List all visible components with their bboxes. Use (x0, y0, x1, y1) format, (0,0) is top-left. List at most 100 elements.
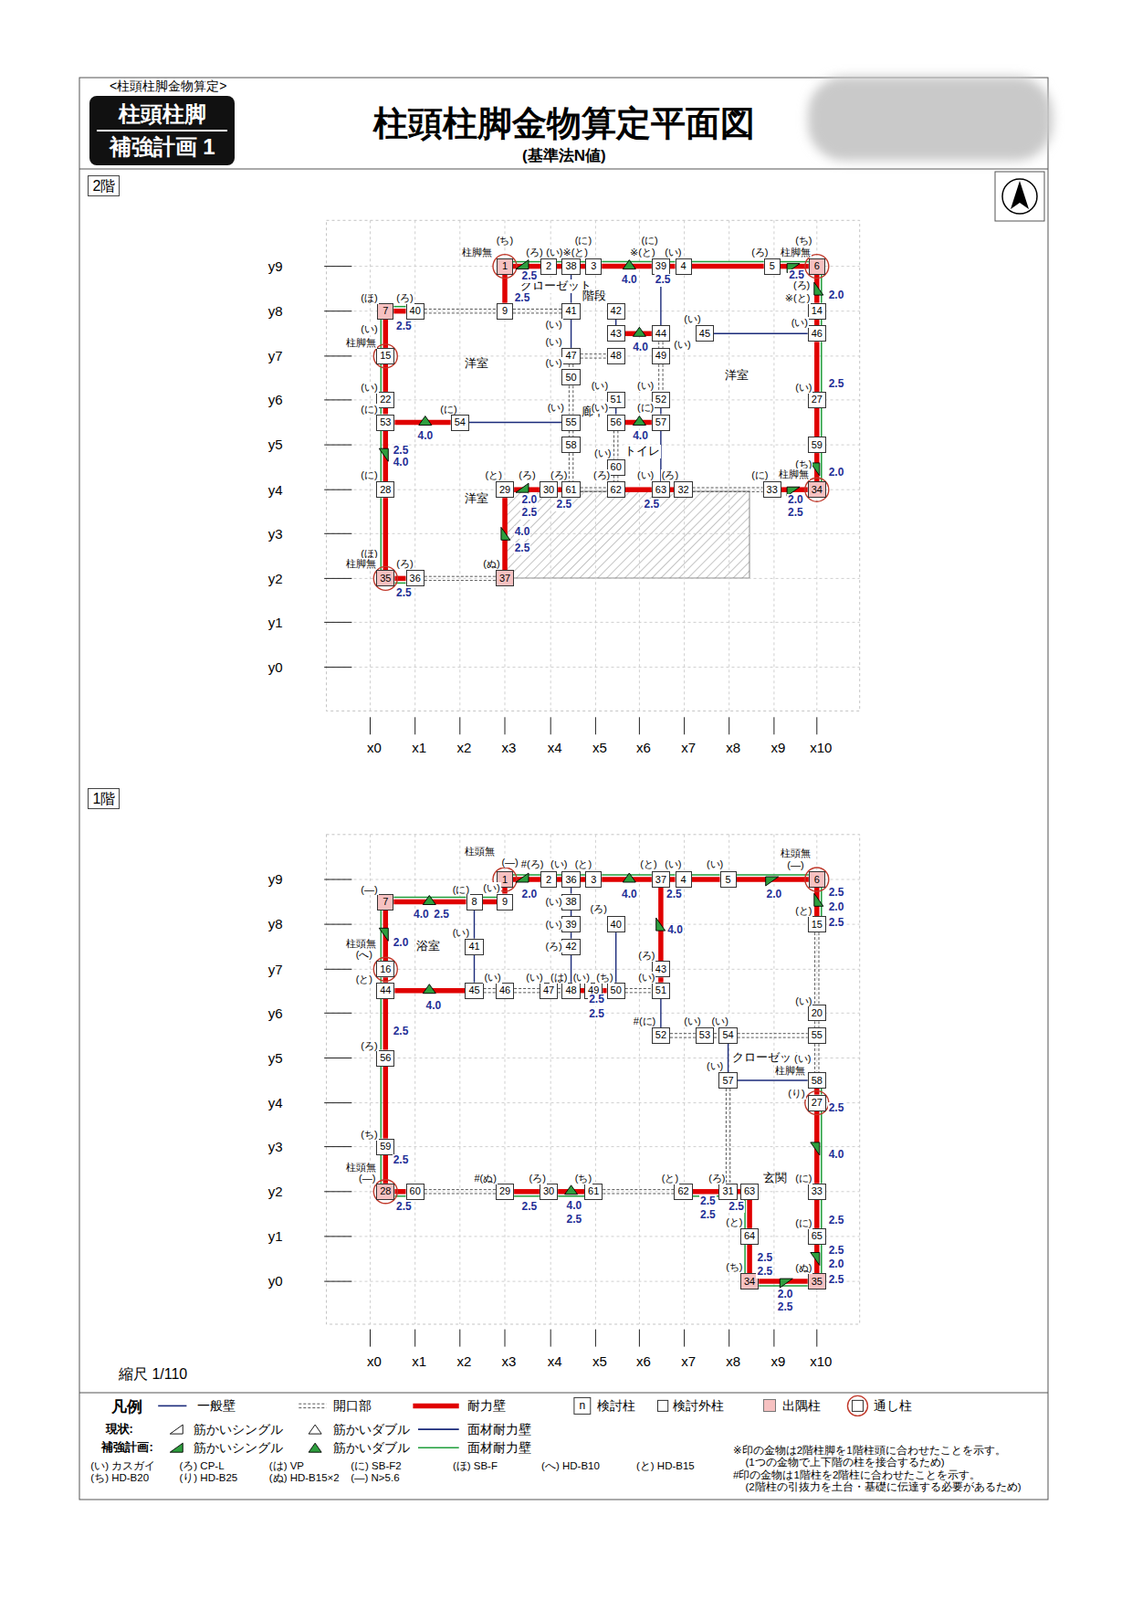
hardware-key: (と) HD-B15 (635, 1459, 696, 1472)
column-box: 57 (651, 414, 671, 431)
legend-sample (298, 1403, 326, 1405)
column-box: 54 (450, 414, 470, 431)
hardware-code: (ろ) (395, 557, 414, 570)
brace-symbol (632, 326, 646, 336)
brace-triangle (765, 876, 779, 886)
legend-sample (412, 1403, 459, 1409)
column-box: 40 (406, 303, 425, 320)
axis-label: y9 (267, 258, 284, 274)
hardware-code: (い) (790, 316, 809, 329)
wall-connector (613, 430, 618, 460)
column-box: 61 (584, 1183, 603, 1200)
column-number: 42 (610, 304, 622, 317)
column-box: 35 (376, 569, 395, 587)
wall-connector (659, 364, 663, 392)
wall-connector (817, 319, 822, 326)
legend-sample (418, 1446, 460, 1448)
wall-connector (744, 1244, 750, 1273)
axis-tick (595, 716, 597, 734)
hardware-key: (—) N>5.6 (349, 1471, 400, 1484)
axis-tick (324, 1057, 352, 1059)
brace-symbol (656, 917, 666, 931)
axis-tick (324, 1280, 352, 1282)
axis-tick (324, 265, 352, 267)
opening-line (424, 579, 496, 581)
opening-line (513, 312, 562, 314)
badge-text: 柱頭柱脚 (89, 99, 235, 128)
column-number: 30 (543, 1184, 555, 1197)
brace-value: 2.5 (587, 993, 606, 1007)
grid-line (459, 834, 461, 1324)
brace-triangle (515, 260, 529, 270)
floor-name: 1階 (92, 789, 116, 808)
axis-label: y2 (267, 1183, 284, 1199)
axis-label: x4 (546, 1352, 564, 1369)
opening-line (817, 1043, 819, 1072)
legend-text: 検討外柱 (672, 1397, 724, 1413)
column-box: 30 (539, 481, 558, 498)
hardware-code: (ち) (495, 234, 514, 247)
column-box: 48 (607, 347, 626, 365)
brace-value: 2.0 (828, 289, 846, 303)
wall-connector (580, 354, 608, 358)
axis-tick (550, 716, 552, 734)
brace-value: 2.5 (520, 506, 538, 520)
plain-wall (615, 932, 617, 983)
plain-wall (713, 333, 808, 335)
drawing-title: 柱頭柱脚金物算定平面図 (373, 104, 755, 144)
face-panel-line (744, 1244, 746, 1273)
hardware-code: (い) (682, 1015, 702, 1028)
column-number: 6 (814, 873, 820, 886)
face-panel-line (820, 1199, 823, 1228)
column-box: 15 (376, 347, 395, 365)
axis-tick (595, 1329, 597, 1347)
column-box: 47 (561, 347, 580, 365)
wall-connector (615, 408, 617, 415)
brace-symbol (515, 872, 529, 882)
column-number: 51 (610, 393, 622, 406)
brace-value: 2.5 (395, 1200, 413, 1214)
column-box: 44 (651, 324, 671, 342)
grid-line (459, 220, 461, 711)
brace-value: 2.5 (828, 1214, 846, 1227)
hardware-code: (い) (590, 379, 609, 392)
legend-symbol-text: n (578, 1399, 587, 1413)
column-number: 32 (677, 483, 689, 496)
column-box: 40 (607, 915, 626, 933)
brace-triangle (419, 416, 432, 426)
brace-value: 2.5 (392, 1025, 410, 1038)
column-number: 51 (655, 984, 667, 996)
column-number: 33 (811, 1184, 823, 1197)
axis-label: y4 (267, 1094, 284, 1111)
column-box: 22 (376, 391, 395, 409)
axis-tick (459, 1329, 461, 1347)
wall-connector (568, 430, 573, 438)
column-number: 34 (811, 483, 823, 496)
legend-swatch (763, 1398, 776, 1412)
hardware-key: (は) VP (268, 1459, 305, 1472)
footnote: (2階柱の引抜力を土台・基礎に伝達する必要があるため) (744, 1480, 1023, 1493)
column-box: 56 (607, 414, 626, 431)
brace-value: 2.5 (828, 916, 846, 930)
axis-label: x0 (366, 739, 383, 755)
axis-label: x3 (500, 739, 517, 755)
column-box: 28 (376, 1183, 395, 1200)
legend-text: 面材耐力壁 (467, 1439, 532, 1455)
plain-wall (615, 408, 617, 415)
axis-label: y5 (267, 436, 284, 452)
column-box: 35 (807, 1272, 827, 1290)
axis-label: x4 (546, 739, 564, 755)
axis-tick (324, 310, 352, 312)
brace-symbol (515, 260, 529, 270)
face-panel-line (820, 341, 823, 392)
wall-connector (737, 1079, 808, 1081)
face-panel-line (380, 364, 383, 392)
hardware-code: (い) (544, 918, 563, 931)
column-number: 41 (565, 304, 577, 317)
brace-symbol (810, 1142, 820, 1155)
column-box: 30 (539, 1183, 558, 1200)
brace-value: 2.5 (392, 444, 410, 458)
hardware-code: (い) (636, 379, 655, 392)
brace-symbol (378, 927, 388, 941)
